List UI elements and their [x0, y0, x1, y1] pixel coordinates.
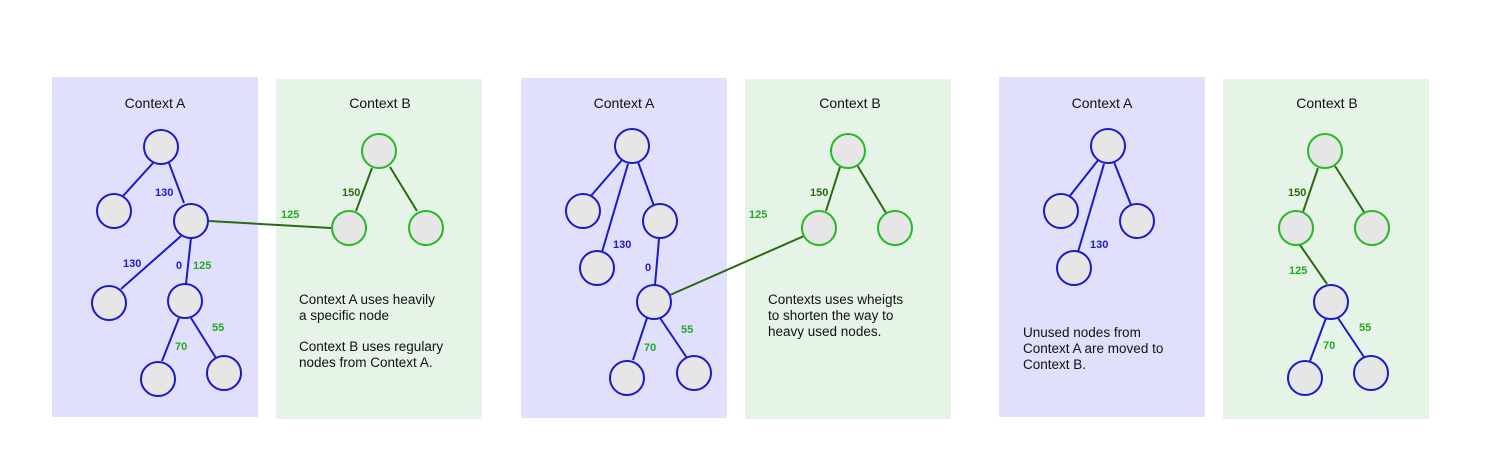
- edge: [825, 166, 841, 212]
- node: [1278, 210, 1314, 246]
- edge: [161, 317, 180, 362]
- weight-label: 150: [342, 187, 360, 199]
- node: [331, 210, 367, 246]
- node: [91, 285, 127, 321]
- weight-label: 70: [1323, 340, 1335, 352]
- weight-label: 0: [645, 262, 651, 274]
- edge: [122, 162, 154, 197]
- weight-label: 55: [212, 322, 224, 334]
- weight-label: 125: [281, 209, 299, 221]
- edge: [1302, 167, 1319, 213]
- node: [1307, 133, 1343, 169]
- weight-label: 150: [1288, 187, 1306, 199]
- edge: [355, 167, 373, 212]
- weight-label: 0: [176, 260, 182, 272]
- node: [801, 210, 837, 246]
- edge: [1309, 317, 1327, 362]
- weight-label: 130: [613, 239, 631, 251]
- node: [140, 361, 176, 397]
- edge: [168, 162, 185, 204]
- node: [206, 355, 242, 391]
- edge: [1113, 161, 1132, 206]
- node: [1090, 128, 1126, 164]
- edge: [589, 159, 623, 198]
- node: [143, 129, 179, 165]
- edge: [632, 317, 648, 361]
- node: [565, 193, 601, 229]
- node: [408, 210, 444, 246]
- weight-label: 70: [644, 342, 656, 354]
- context-a-title: Context A: [125, 95, 186, 111]
- edge: [637, 161, 655, 207]
- edge: [190, 317, 217, 359]
- context-b-title: Context B: [349, 95, 410, 111]
- note-text: Context A uses heavily a specific node C…: [299, 292, 447, 370]
- node: [96, 193, 132, 229]
- weight-label: 130: [123, 258, 141, 270]
- node: [361, 133, 397, 169]
- node: [579, 250, 615, 286]
- weight-label: 125: [1289, 265, 1307, 277]
- node: [830, 133, 866, 169]
- weight-label: 130: [1090, 239, 1108, 251]
- weight-label: 55: [681, 324, 693, 336]
- weight-label: 70: [175, 341, 187, 353]
- edge: [389, 166, 418, 212]
- weight-label: 130: [155, 187, 173, 199]
- node: [167, 283, 203, 319]
- node: [1056, 250, 1092, 286]
- panel-3: Context A Context B 130 150 125 55 70 U: [999, 77, 1429, 419]
- node: [1043, 193, 1079, 229]
- cross-context-link: [669, 235, 805, 296]
- moved-node: [1353, 355, 1389, 391]
- edge: [185, 237, 192, 285]
- heavy-node: [636, 284, 672, 320]
- node: [877, 210, 913, 246]
- context-a-title: Context A: [1072, 95, 1133, 111]
- panel-1: Context A Context B 130 130 0 125 55 70: [52, 77, 482, 419]
- edge: [120, 235, 182, 290]
- edge: [1334, 165, 1365, 213]
- moved-node: [1287, 360, 1323, 396]
- context-b-title: Context B: [819, 95, 880, 111]
- context-b-box: [1223, 79, 1429, 419]
- weight-label: 150: [810, 187, 828, 199]
- context-b-title: Context B: [1296, 95, 1357, 111]
- node: [1354, 210, 1390, 246]
- edge: [1077, 163, 1105, 253]
- context-a-title: Context A: [594, 95, 655, 111]
- node: [642, 203, 678, 239]
- weight-label: 125: [193, 260, 211, 272]
- edge: [601, 163, 629, 253]
- edge: [1299, 244, 1328, 285]
- note-text: Contexts uses wheigts to shorten the way…: [768, 292, 907, 339]
- node: [614, 128, 650, 164]
- note-text: Unused nodes from Context A are moved to…: [1023, 325, 1167, 372]
- weight-label: 55: [1359, 322, 1371, 334]
- heavy-node: [173, 203, 209, 239]
- edge: [1068, 158, 1100, 198]
- moved-node: [1313, 284, 1349, 320]
- cross-context-link: [208, 220, 332, 229]
- edge: [654, 238, 660, 286]
- node: [1119, 203, 1155, 239]
- edge: [659, 317, 688, 359]
- edge: [1337, 317, 1365, 358]
- panel-2: Context A Context B 130 0 55 70 150 125: [521, 78, 951, 419]
- weight-label: 125: [749, 209, 767, 221]
- node: [609, 360, 645, 396]
- edge: [856, 164, 887, 214]
- node: [676, 355, 712, 391]
